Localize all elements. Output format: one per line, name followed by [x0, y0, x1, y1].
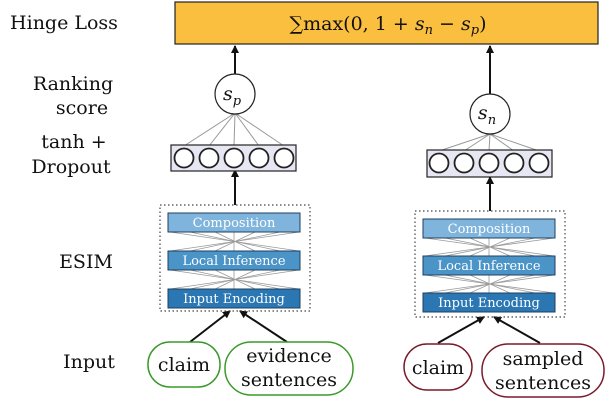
formula-prefix: max(0, 1 +: [303, 13, 415, 35]
left-neuron-5: [273, 147, 295, 169]
esim-label: ESIM: [59, 251, 113, 273]
right-sampled-text-line1: sampled: [503, 348, 584, 370]
fan-right-3: [488, 133, 491, 152]
tanh-dropout-label-line1: tanh +: [41, 131, 106, 153]
left-evidence-text-line2: sentences: [241, 369, 337, 391]
formula-sp: s: [461, 13, 471, 35]
svg-text:sn: sn: [478, 102, 496, 128]
right-neuron-3: [478, 152, 500, 174]
left-neuron-2: [198, 147, 220, 169]
right-neuron-5: [528, 152, 550, 174]
fan-right-2: [463, 133, 491, 152]
right-input-encoding-text: Input Encoding: [438, 296, 540, 311]
sum-symbol: ∑: [290, 13, 304, 35]
left-branch: sp: [147, 73, 354, 396]
fan-left-4: [234, 112, 260, 147]
left-neuron-3: [223, 147, 245, 169]
left-score-var: s: [223, 83, 233, 105]
right-score-var: s: [478, 102, 488, 124]
arrow-left-evidence: [239, 310, 288, 343]
left-input-encoding-layer: Input Encoding: [167, 288, 301, 309]
hinge-loss-box: ∑max(0, 1 + sn − sp): [174, 1, 599, 45]
formula-sn: s: [415, 13, 425, 35]
loss-formula: ∑max(0, 1 + sn − sp): [290, 13, 487, 38]
right-input-encoding-layer: Input Encoding: [422, 292, 556, 313]
left-neuron-4: [248, 147, 270, 169]
connectors: [183, 45, 541, 344]
ranking-score-label-line1: Ranking: [33, 73, 113, 95]
left-score-sub: p: [233, 94, 242, 109]
fan-left-5: [234, 112, 285, 147]
right-composition-layer: Composition: [422, 218, 556, 239]
fan-right-1: [438, 133, 491, 152]
left-evidence-input: evidence sentences: [224, 341, 354, 396]
arrow-right-claim: [437, 316, 485, 344]
right-neuron-1: [428, 152, 450, 174]
left-claim-input: claim: [147, 341, 221, 388]
left-claim-text: claim: [158, 354, 210, 376]
right-local-inference-text: Local Inference: [437, 259, 540, 274]
right-sampled-input: sampled sentences: [481, 343, 605, 398]
left-neuron-1: [173, 147, 195, 169]
left-local-inference-layer: Local Inference: [167, 250, 301, 271]
left-composition-layer: Composition: [167, 212, 301, 233]
right-score-node: sn: [469, 93, 511, 135]
input-label: Input: [63, 351, 115, 373]
arrow-right-sampled: [493, 316, 541, 344]
right-neuron-4: [503, 152, 525, 174]
left-score-node: sp: [214, 73, 256, 115]
arrow-left-claim: [189, 310, 231, 343]
fan-left-1: [183, 112, 236, 147]
right-claim-text: claim: [412, 357, 464, 379]
right-composition-text: Composition: [448, 222, 531, 237]
right-dropout-layer: [426, 149, 553, 178]
ranking-score-label-line2: score: [56, 97, 108, 119]
formula-sn-sub: n: [425, 23, 433, 38]
tanh-dropout-label-line2: Dropout: [31, 156, 111, 178]
right-local-inference-layer: Local Inference: [422, 255, 556, 276]
left-evidence-text-line1: evidence: [246, 345, 332, 367]
right-claim-input: claim: [403, 343, 473, 391]
svg-text:sp: sp: [223, 83, 242, 109]
fan-left-3: [233, 112, 236, 147]
fan-right-5: [489, 133, 540, 152]
formula-minus: −: [433, 13, 461, 35]
right-sampled-text-line2: sentences: [495, 372, 591, 394]
formula-suffix: ): [479, 13, 486, 35]
fan-left-2: [208, 112, 236, 147]
row-labels: Hinge Loss Ranking score tanh + Dropout …: [10, 12, 118, 373]
right-neuron-2: [453, 152, 475, 174]
left-local-inference-text: Local Inference: [182, 254, 285, 269]
left-composition-text: Composition: [193, 216, 276, 231]
right-branch: sn: [403, 93, 605, 398]
left-dropout-layer: [170, 144, 297, 172]
right-esim-block: Composition Local Inference Input Encodi…: [414, 210, 566, 318]
right-score-sub: n: [488, 113, 496, 128]
fan-right-4: [489, 133, 515, 152]
hinge-loss-label: Hinge Loss: [10, 12, 118, 34]
left-esim-block: Composition Local Inference Input Encodi…: [159, 204, 311, 312]
left-input-encoding-text: Input Encoding: [183, 292, 285, 307]
formula-sp-sub: p: [471, 23, 480, 38]
